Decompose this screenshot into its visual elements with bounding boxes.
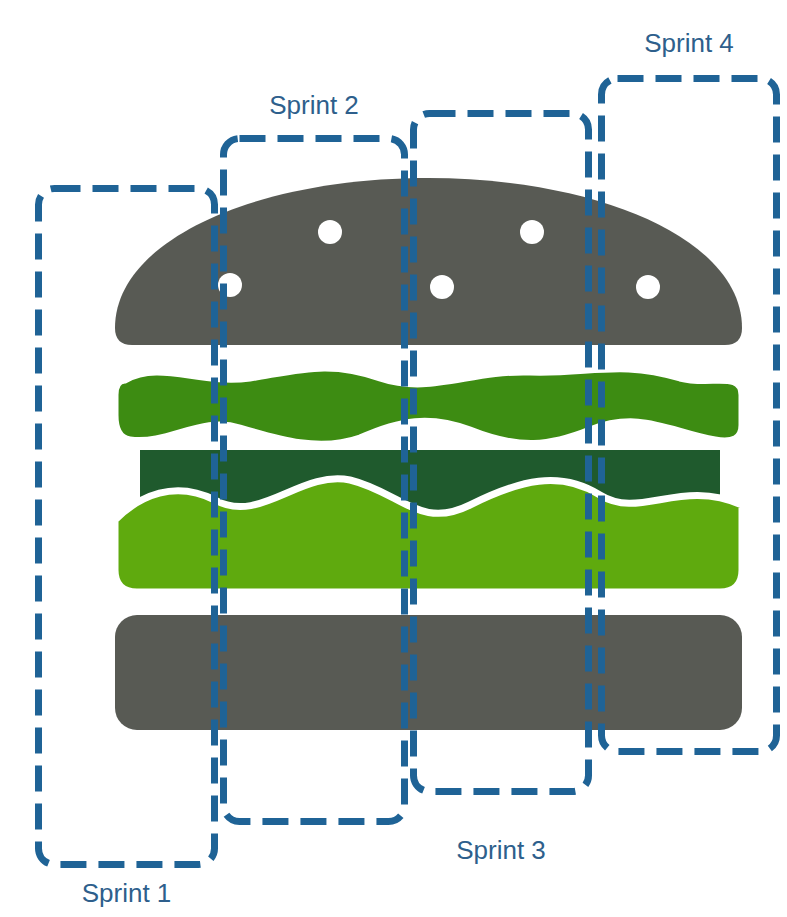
sprint-box: Sprint 4 <box>598 75 780 755</box>
bottom-bun <box>115 615 742 730</box>
bottom-lettuce <box>115 479 742 592</box>
sprint-label: Sprint 1 <box>35 878 218 908</box>
sesame-seed <box>636 275 660 299</box>
dashed-border <box>602 79 777 752</box>
sesame-seed <box>430 275 454 299</box>
sprint-label: Sprint 2 <box>220 90 408 120</box>
dashed-border <box>414 114 589 792</box>
dashed-outline <box>220 135 408 825</box>
sprint-label: Sprint 4 <box>598 28 780 58</box>
dashed-border <box>39 189 215 865</box>
sesame-seed <box>520 220 544 244</box>
dashed-outline <box>410 110 592 795</box>
top-bun <box>115 178 742 345</box>
sprint-box: Sprint 3 <box>410 110 592 795</box>
sprint-label: Sprint 3 <box>410 835 592 865</box>
top-lettuce <box>115 368 742 444</box>
dashed-outline <box>598 75 780 755</box>
sprint-box: Sprint 2 <box>220 135 408 825</box>
dashed-outline <box>35 185 218 868</box>
dashed-border <box>224 139 405 822</box>
sesame-seed <box>318 220 342 244</box>
sprint-box: Sprint 1 <box>35 185 218 868</box>
